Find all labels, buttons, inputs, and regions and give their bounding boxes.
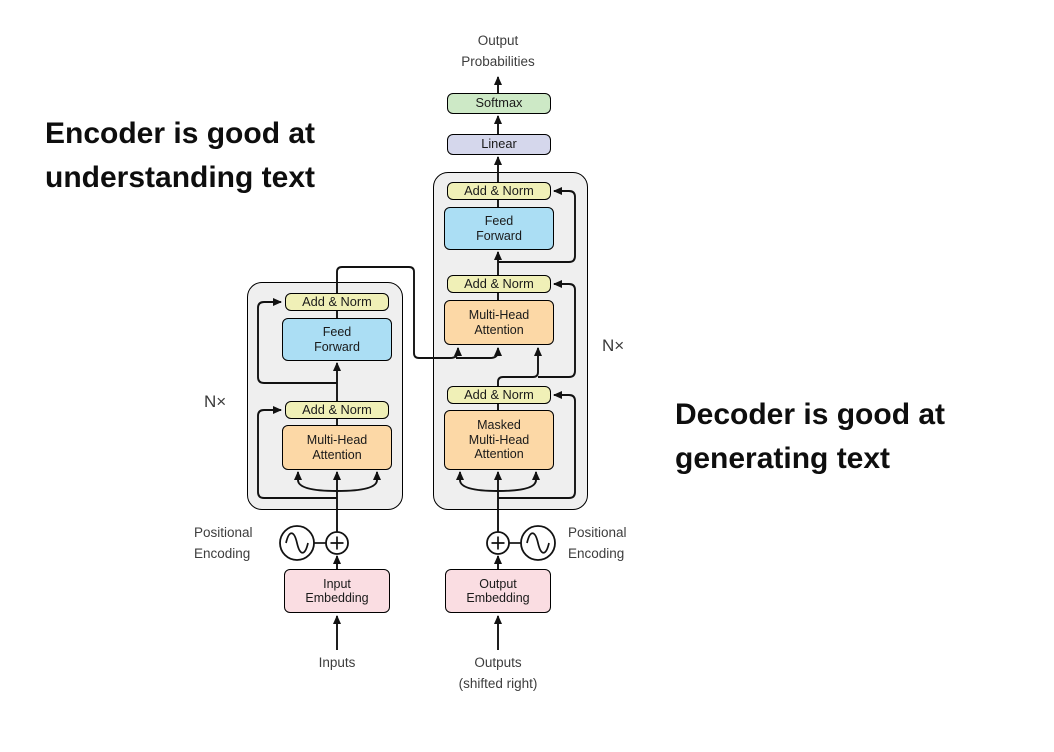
input-embedding-box: Input Embedding <box>284 569 390 613</box>
output-embedding-box: Output Embedding <box>445 569 551 613</box>
positional-encoding-right-icon <box>509 525 556 561</box>
encoder-feed-forward-box: Feed Forward <box>282 318 392 361</box>
masked-multi-head-attention-box: Masked Multi-Head Attention <box>444 410 554 470</box>
decoder-wires <box>456 76 576 650</box>
decoder-add-norm-bottom-box: Add & Norm <box>447 386 551 404</box>
decoder-multi-head-attention-box: Multi-Head Attention <box>444 300 554 345</box>
decoder-feed-forward-box: Feed Forward <box>444 207 554 250</box>
softmax-box: Softmax <box>447 93 551 114</box>
add-operator-right-icon <box>486 531 510 555</box>
decoder-add-norm-mid-box: Add & Norm <box>447 275 551 293</box>
decoder-add-norm-top-box: Add & Norm <box>447 182 551 200</box>
output-probabilities-label: Output Probabilities <box>461 33 535 69</box>
positional-encoding-left-icon <box>279 525 326 561</box>
linear-box: Linear <box>447 134 551 155</box>
add-operator-left-icon <box>325 531 349 555</box>
decoder-n-times-label: N× <box>602 336 625 355</box>
encoder-wires <box>257 298 381 650</box>
encoder-add-norm-top-box: Add & Norm <box>285 293 389 311</box>
encoder-annotation: Encoder is good at understanding text <box>45 117 316 194</box>
positional-encoding-left-label: Positional Encoding <box>194 525 253 561</box>
decoder-annotation: Decoder is good at generating text <box>675 398 946 475</box>
encoder-add-norm-bottom-box: Add & Norm <box>285 401 389 419</box>
positional-encoding-right-label: Positional Encoding <box>568 525 627 561</box>
encoder-decoder-connection <box>336 266 502 359</box>
encoder-n-times-label: N× <box>204 392 227 411</box>
inputs-label: Inputs <box>318 655 356 670</box>
encoder-multi-head-attention-box: Multi-Head Attention <box>282 425 392 470</box>
outputs-label: Outputs (shifted right) <box>458 655 538 691</box>
